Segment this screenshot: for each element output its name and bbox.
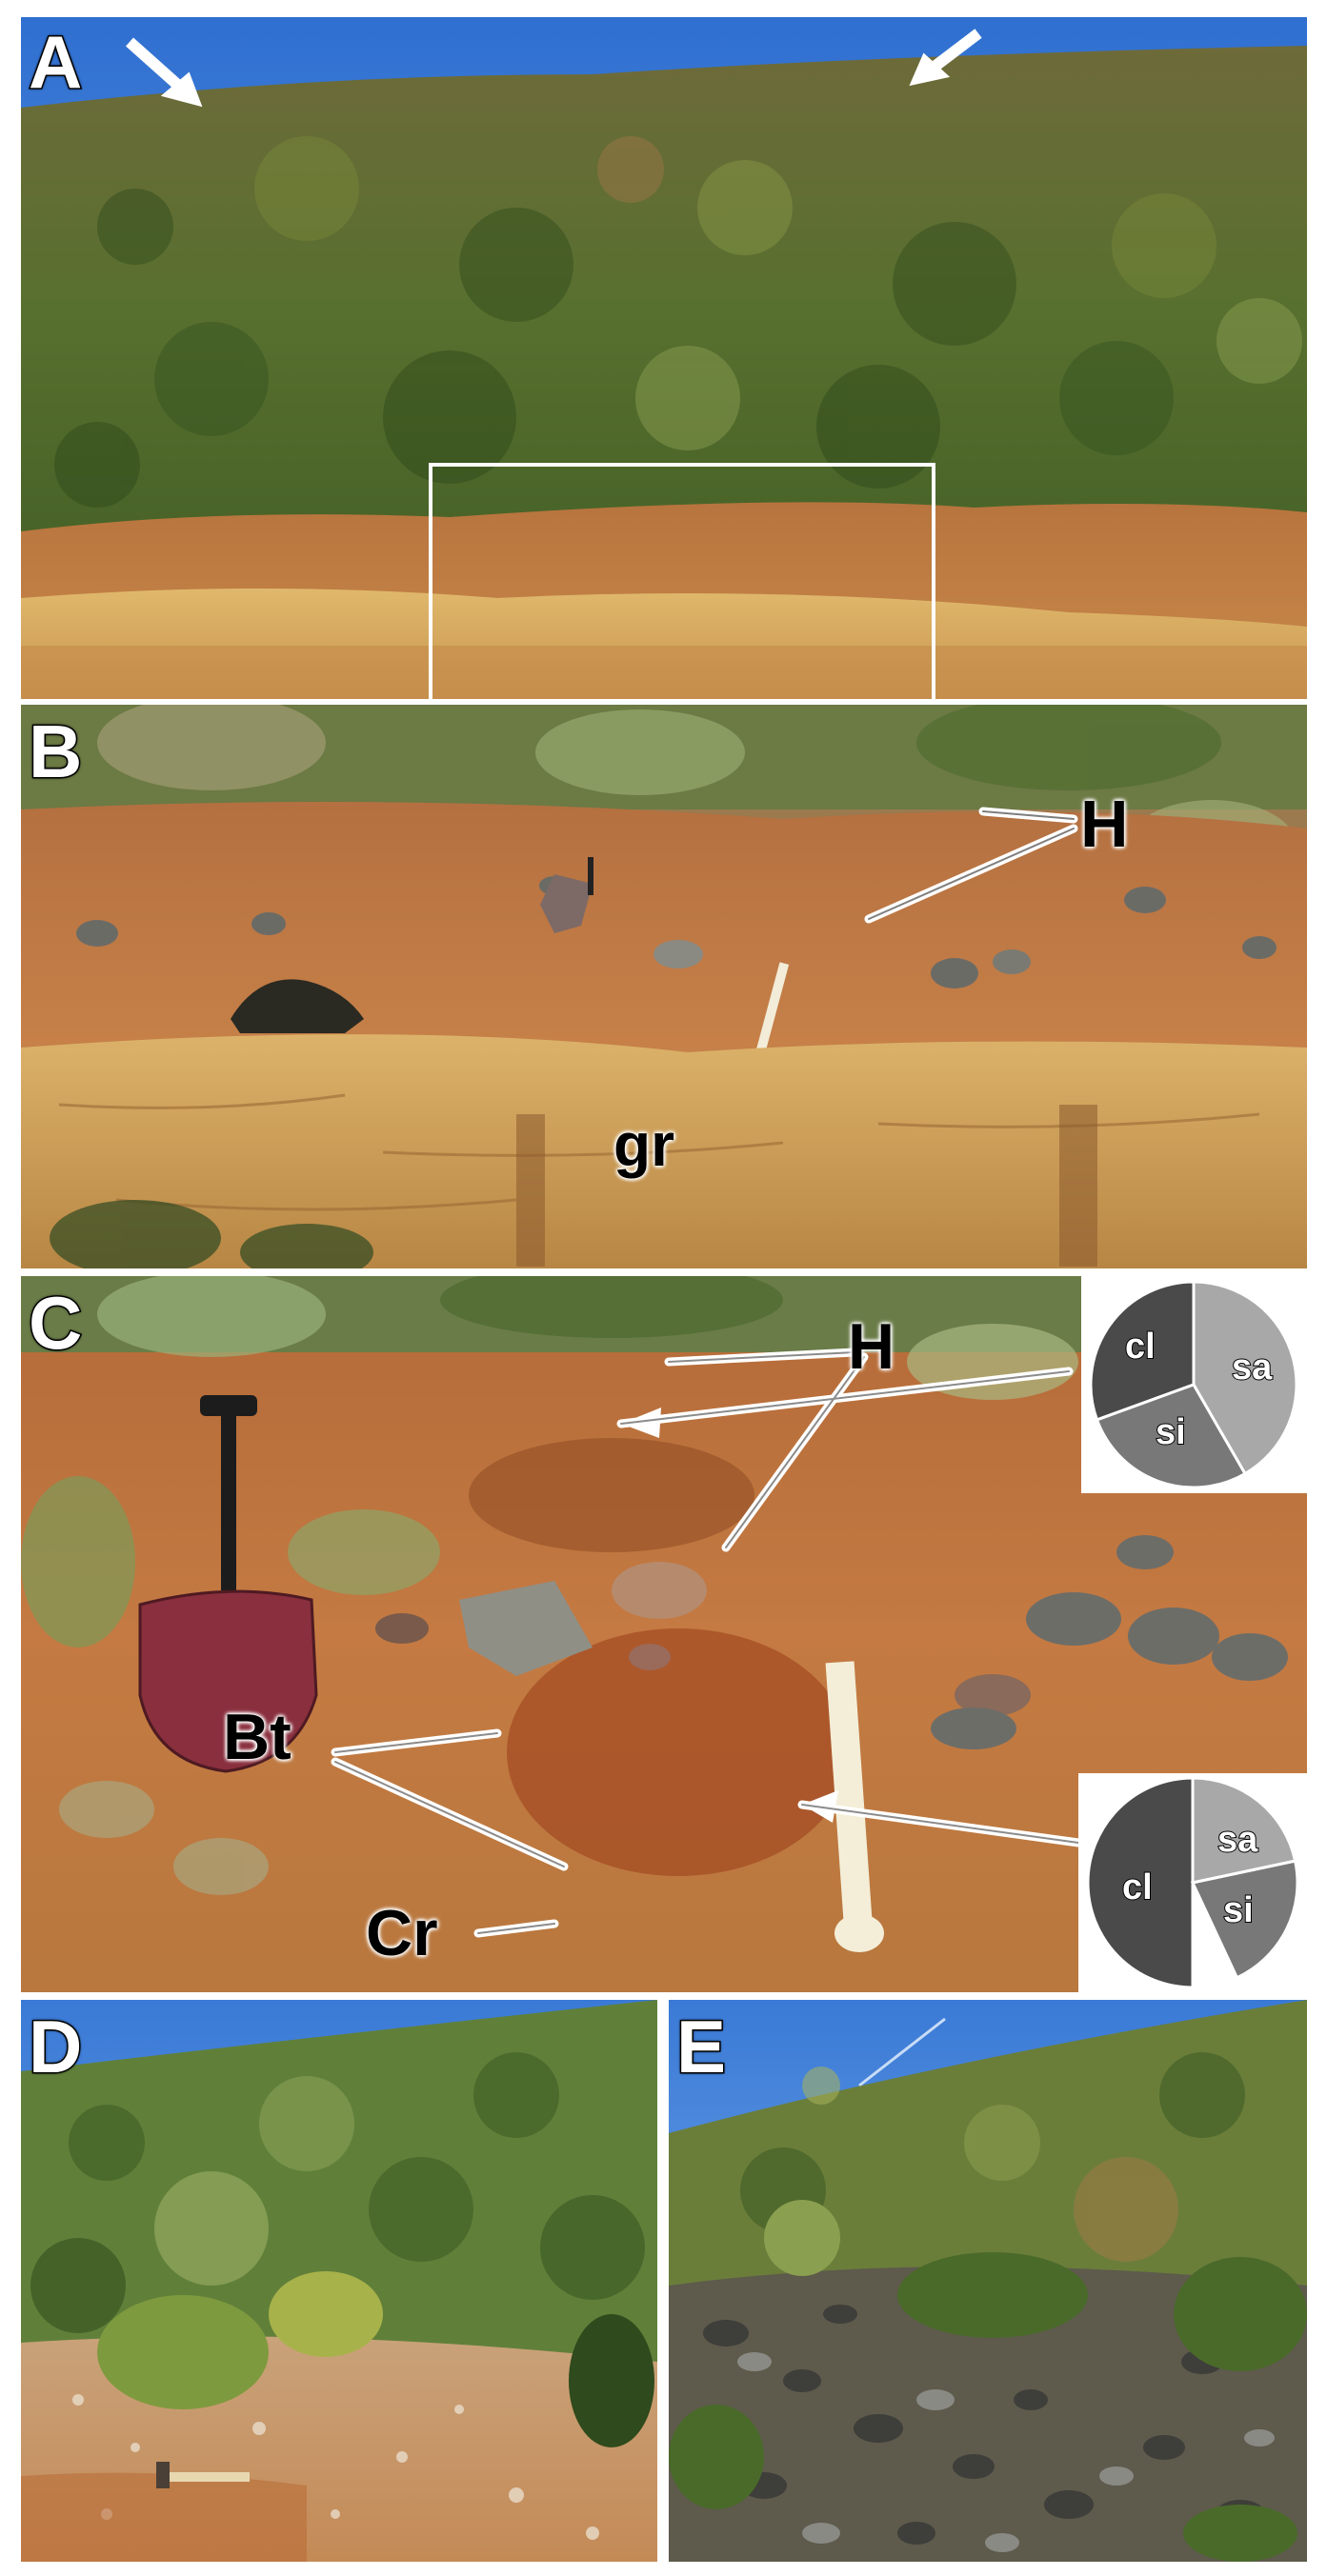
panel-c-soil-horizons-detail: C H Bt Cr cl sa si cl sa si — [21, 1276, 1307, 1992]
pie-lower-slice-cl — [1086, 1776, 1195, 1989]
pie-upper-slice-cl — [1089, 1280, 1196, 1422]
outcrop-photo — [21, 705, 1307, 1268]
texture-pie-lower: cl sa si — [1086, 1776, 1299, 1989]
granite-label: gr — [613, 1110, 674, 1179]
pie-upper-clay-label: cl — [1125, 1327, 1156, 1367]
panel-letter-b: B — [27, 709, 83, 793]
pie-upper-slice-sa — [1192, 1280, 1298, 1476]
pie-lower-sand-label: sa — [1217, 1820, 1258, 1860]
panel-d-gravelly-slope: D — [21, 2000, 657, 2562]
pie-upper-silt-label: si — [1156, 1412, 1186, 1452]
panel-letter-c: C — [27, 1281, 83, 1365]
bt-horizon-label: Bt — [223, 1701, 292, 1773]
cr-horizon-label: Cr — [366, 1897, 438, 1969]
horizon-label: H — [848, 1310, 895, 1383]
pie-upper-sand-label: sa — [1232, 1348, 1273, 1388]
panel-a-hillslope-overview: A — [21, 17, 1307, 699]
stony-slope-photo — [669, 2000, 1307, 2562]
panel-letter-e: E — [674, 2005, 727, 2088]
panel-letter-d: D — [27, 2005, 83, 2088]
panel-e-stony-slope: E — [669, 2000, 1307, 2562]
pie-lower-clay-label: cl — [1122, 1867, 1153, 1907]
texture-pie-upper-box: cl sa si — [1081, 1276, 1307, 1493]
panel-b-soil-profile-outcrop: B H gr — [21, 705, 1307, 1268]
gravelly-slope-photo — [21, 2000, 657, 2562]
horizon-label: H — [1080, 787, 1129, 861]
texture-pie-upper: cl sa si — [1089, 1280, 1298, 1489]
texture-pie-lower-box: cl sa si — [1078, 1773, 1307, 1992]
pie-lower-slice-sa — [1191, 1776, 1297, 1885]
pie-lower-silt-label: si — [1223, 1890, 1254, 1930]
pie-upper-slice-si — [1095, 1383, 1248, 1489]
hillslope-photo — [21, 17, 1307, 699]
panel-letter-a: A — [27, 20, 83, 104]
pie-lower-slice-si — [1190, 1859, 1299, 1980]
